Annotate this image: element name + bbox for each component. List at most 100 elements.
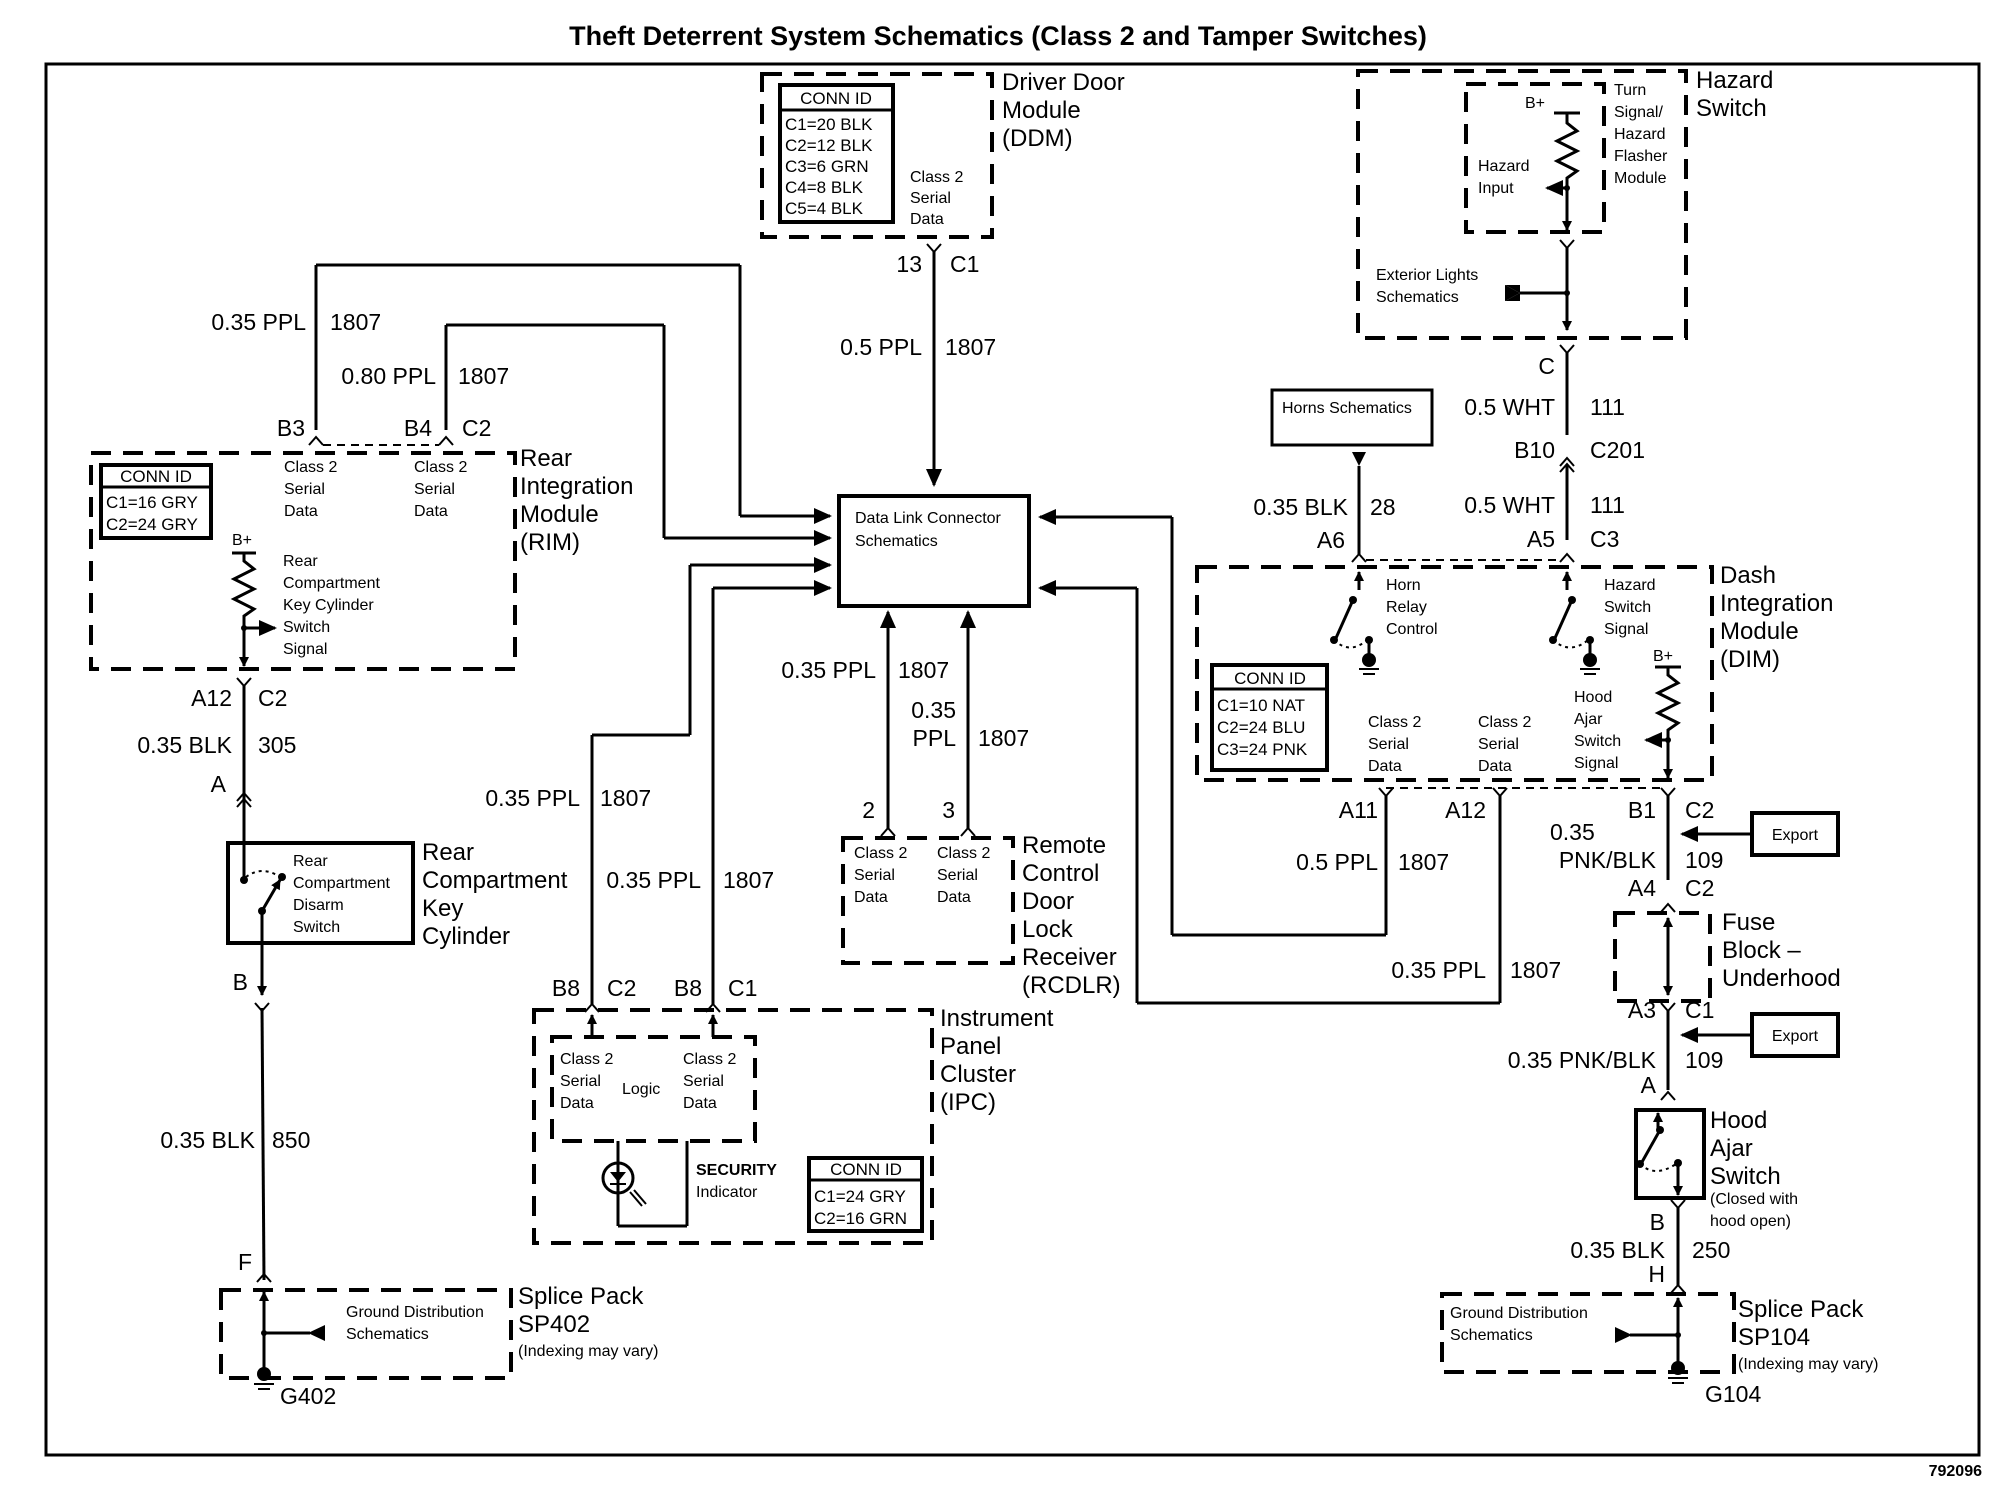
ground-dist-label: Schematics: [1450, 1327, 1533, 1344]
horn-relay-label: Relay: [1386, 599, 1427, 616]
key-cylinder-name: Compartment: [422, 867, 568, 894]
hazard-switch-name: Switch: [1696, 95, 1767, 122]
splice-pack-sp104[interactable]: Ground Distribution Schematics Splice Pa…: [1440, 1292, 1879, 1407]
ddm-conn-row: C3=6 GRN: [785, 157, 869, 176]
hazard-wire: C 0.5 WHT 111 B10 C201 0.5 WHT 111 A5 C3: [1464, 344, 1645, 563]
dim-module[interactable]: Horn Relay Control Hazard Switch Signal …: [1195, 559, 1833, 782]
ddm-pin-text: Class 2: [910, 169, 963, 186]
security-label: Indicator: [696, 1184, 758, 1201]
dim-data-label: Serial: [1478, 736, 1519, 753]
rcdlr-name: Receiver: [1022, 944, 1117, 971]
ddm-conn-row: C4=8 BLK: [785, 178, 864, 197]
dim-name: Dash: [1720, 562, 1776, 589]
splice-name: Splice Pack: [518, 1283, 644, 1310]
wire-circuit: 1807: [898, 657, 949, 683]
wire-gauge: 0.35 PPL: [485, 785, 580, 811]
rcdlr-module[interactable]: Class 2 Serial Data Class 2 Serial Data …: [841, 832, 1121, 999]
c201-label: C201: [1590, 437, 1645, 463]
ground-dist-label: Ground Distribution: [346, 1304, 484, 1321]
hood-switch-note: hood open): [1710, 1213, 1791, 1230]
wire-gauge: 0.35 PPL: [211, 309, 306, 335]
export-box[interactable]: Export: [1750, 1012, 1840, 1058]
flasher-label: Flasher: [1614, 148, 1668, 165]
dim-conn-row: C2=24 BLU: [1217, 718, 1305, 737]
wire-gauge: 0.5 WHT: [1464, 394, 1555, 420]
rim-pin-label: A12: [191, 685, 232, 711]
key-switch-label: Compartment: [293, 875, 390, 892]
hazard-signal-label: Switch: [1604, 599, 1651, 616]
hood-ajar-switch[interactable]: Hood Ajar Switch (Closed with hood open): [1634, 1107, 1798, 1230]
splice-pin-label: F: [238, 1249, 252, 1275]
ddm-wire: 13 C1 0.5 PPL 1807: [840, 243, 996, 487]
wire-circuit: 1807: [600, 785, 651, 811]
ipc-data-label: Serial: [560, 1073, 601, 1090]
hazard-signal-label: Hazard: [1604, 577, 1656, 594]
ipc-module[interactable]: Class 2 Serial Data Logic Class 2 Serial…: [532, 1005, 1054, 1245]
data-link-connector-box[interactable]: Data Link Connector Schematics: [837, 494, 1031, 608]
rim-signal-label: Signal: [283, 641, 327, 658]
ipc-wires: 0.35 PPL 1807 0.35 PPL 1807 B8 C2 B8 C1: [485, 557, 832, 1013]
rim-name: Rear: [520, 445, 572, 472]
rim-data-label: Serial: [414, 481, 455, 498]
rcdlr-data-label: Class 2: [937, 845, 990, 862]
hazard-input-label: Input: [1478, 180, 1514, 197]
rim-data-label: Class 2: [284, 459, 337, 476]
c201-pin-label: B10: [1514, 437, 1555, 463]
fuse-block[interactable]: Fuse Block – Underhood: [1613, 909, 1841, 1003]
horns-schematics-box[interactable]: Horns Schematics: [1270, 388, 1434, 447]
wire-gauge: PNK/BLK: [1559, 847, 1657, 873]
rim-module[interactable]: CONN ID C1=16 GRY C2=24 GRY Class 2 Seri…: [89, 445, 633, 671]
splice-name: SP104: [1738, 1324, 1810, 1351]
fuse-pin-label: A4: [1628, 875, 1656, 901]
fuse-block-name: Underhood: [1722, 965, 1841, 992]
wire-circuit: 28: [1370, 494, 1396, 520]
rim-signal-label: Switch: [283, 619, 330, 636]
horn-relay-label: Control: [1386, 621, 1438, 638]
ground-icon: [1583, 653, 1597, 667]
hood-circuit: B1 C2 0.35 PNK/BLK 109 A4 C2: [1550, 787, 1750, 913]
rim-pin-label: B3: [277, 415, 305, 441]
hood-ground-wire: B 0.35 BLK 250 H: [1570, 1199, 1730, 1294]
rcdlr-data-label: Serial: [854, 867, 895, 884]
wire-gauge: 0.35: [911, 697, 956, 723]
wire-gauge: 0.80 PPL: [341, 363, 436, 389]
key-switch-label: Rear: [293, 853, 328, 870]
security-label: SECURITY: [696, 1162, 777, 1179]
ipc-connector-label: C2: [607, 975, 636, 1001]
page-title: Theft Deterrent System Schematics (Class…: [569, 21, 1427, 51]
rim-data-label: Serial: [284, 481, 325, 498]
splice-pack-sp402[interactable]: Ground Distribution Schematics Splice Pa…: [219, 1283, 659, 1409]
key-cylinder-switch[interactable]: Rear Compartment Disarm Switch Rear Comp…: [226, 806, 568, 996]
rcdlr-pin-label: 2: [862, 797, 875, 823]
wire-gauge: 0.35 PPL: [606, 867, 701, 893]
wire-circuit: 111: [1590, 394, 1625, 420]
rim-connector-label: C2: [258, 685, 287, 711]
ground-dist-label: Ground Distribution: [1450, 1305, 1588, 1322]
fuse-pin-label: A3: [1628, 997, 1656, 1023]
hazard-switch[interactable]: B+ Hazard Input Turn Signal/ Hazard Flas…: [1356, 67, 1773, 340]
fuse-block-name: Fuse: [1722, 909, 1775, 936]
wire-circuit: 850: [272, 1127, 310, 1153]
ddm-module[interactable]: CONN ID C1=20 BLK C2=12 BLK C3=6 GRN C4=…: [760, 69, 1125, 239]
hood-switch-name: Ajar: [1710, 1135, 1753, 1162]
hazard-input-label: Hazard: [1478, 158, 1530, 175]
flasher-label: Module: [1614, 170, 1667, 187]
rcdlr-data-label: Data: [854, 889, 888, 906]
wire-circuit: 1807: [330, 309, 381, 335]
dlc-label: Schematics: [855, 533, 938, 550]
export-box[interactable]: Export: [1750, 811, 1840, 857]
key-cylinder-name: Key: [422, 895, 463, 922]
wire-circuit: 1807: [1510, 957, 1561, 983]
splice-note: (Indexing may vary): [518, 1343, 659, 1360]
wire-circuit: 109: [1685, 1047, 1723, 1073]
wire-circuit: 1807: [723, 867, 774, 893]
rcdlr-data-label: Serial: [937, 867, 978, 884]
wire-circuit: 250: [1692, 1237, 1730, 1263]
dim-name: Module: [1720, 618, 1799, 645]
diagram-frame: [44, 62, 1981, 1457]
dim-data-label: Class 2: [1478, 714, 1531, 731]
ground-dist-label: Schematics: [346, 1326, 429, 1343]
dim-pin-label: B1: [1628, 797, 1656, 823]
wire-gauge: 0.35 BLK: [160, 1127, 255, 1153]
hood-ajar-label: Switch: [1574, 733, 1621, 750]
